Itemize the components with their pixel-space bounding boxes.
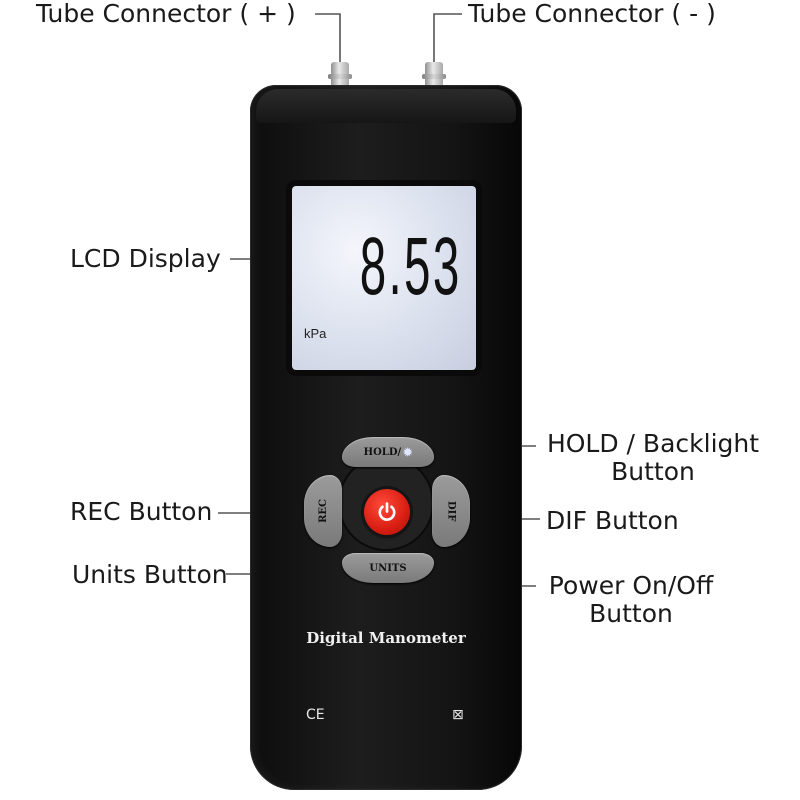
callout-units-button: Units Button <box>72 560 228 589</box>
lcd-screen: 8.53 kPa <box>292 186 476 370</box>
hold-backlight-button[interactable]: HOLD/ ✹ <box>342 437 434 467</box>
backlight-icon: ✹ <box>403 445 413 459</box>
weee-mark: ⊠ <box>452 707 464 723</box>
callout-hold-backlight-button: HOLD / Backlight Button <box>540 430 766 486</box>
callout-tube-connector-minus: Tube Connector ( - ) <box>468 0 716 28</box>
tube-connector-minus <box>422 62 446 88</box>
callout-power-button: Power On/Off Button <box>538 572 724 628</box>
lcd-display: 8.53 kPa <box>286 180 482 376</box>
units-button-label: UNITS <box>369 562 407 574</box>
callout-dif-button: DIF Button <box>546 506 679 535</box>
ce-mark: CE <box>306 707 325 723</box>
lcd-reading: 8.53 <box>360 221 462 312</box>
brand-label: Digital Manometer <box>306 629 466 647</box>
callout-power-line2: Button <box>589 599 673 628</box>
callout-hold-line1: HOLD / Backlight <box>546 429 760 458</box>
hold-button-label: HOLD/ <box>363 446 402 458</box>
device-top-cap <box>256 89 516 123</box>
tube-connector-plus <box>328 62 352 88</box>
dif-button-label: DIF <box>445 500 457 522</box>
lcd-unit: kPa <box>304 326 327 341</box>
rec-button-label: REC <box>317 499 329 523</box>
power-icon <box>378 502 396 521</box>
callout-tube-connector-plus: Tube Connector ( + ) <box>36 0 296 28</box>
rec-button[interactable]: REC <box>304 475 342 547</box>
leader-tube-minus <box>433 13 462 64</box>
callout-power-line1: Power On/Off <box>548 571 714 600</box>
keypad: HOLD/ ✹ REC DIF UNITS <box>290 437 480 587</box>
dif-button[interactable]: DIF <box>432 475 470 547</box>
units-button[interactable]: UNITS <box>342 553 434 583</box>
leader-tube-plus <box>315 13 341 64</box>
callout-lcd-display: LCD Display <box>70 244 221 273</box>
callout-hold-line2: Button <box>611 457 695 486</box>
callout-rec-button: REC Button <box>70 497 213 526</box>
manometer-device: 8.53 kPa HOLD/ ✹ REC DIF UNITS Digital M… <box>250 85 522 790</box>
power-button[interactable] <box>364 489 410 535</box>
